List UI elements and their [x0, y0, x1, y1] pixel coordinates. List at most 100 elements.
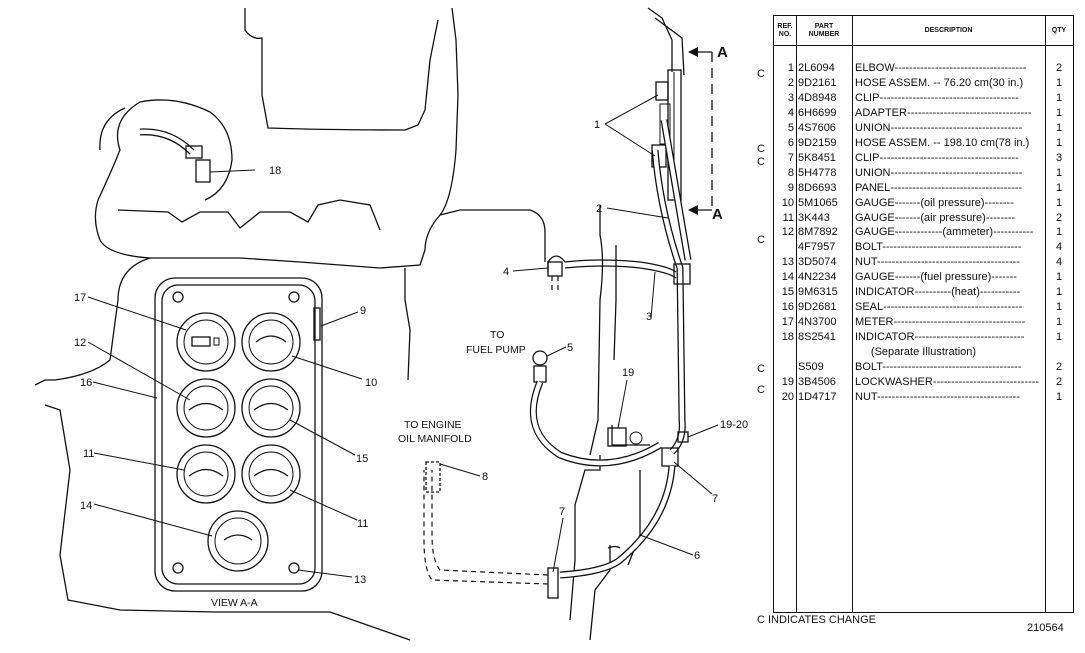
part-number-cell: 8M7892 [798, 226, 838, 239]
description-cell: HOSE ASSEM. -- 76.20 cm(30 in.) [855, 76, 1024, 89]
callout-15: 15 [356, 453, 368, 465]
change-mark: C [757, 384, 765, 396]
part-number-cell: 4N3700 [798, 316, 837, 329]
ref-no-cell: 14 [781, 271, 794, 284]
oil-manifold-note-line2: OIL MANIFOLD [398, 433, 472, 445]
ref-no-cell: 9 [787, 181, 794, 194]
description-cell: HOSE ASSEM. -- 198.10 cm(78 in.) [855, 136, 1030, 149]
view-title: VIEW A-A [211, 597, 258, 609]
panel-leader-lines [87, 296, 363, 578]
part-number-cell: 8S2541 [798, 331, 836, 344]
part-number-cell: 4D8948 [798, 91, 837, 104]
gauge-10-oil-pressure [241, 312, 301, 372]
part-number-cell: 9D2681 [798, 301, 837, 314]
callout-1: 1 [594, 119, 600, 131]
ref-no-cell: 11 [782, 211, 794, 224]
header-ref-line1: REF. [777, 22, 793, 30]
column-divider [1045, 45, 1046, 612]
callout-12: 12 [74, 337, 86, 349]
change-mark: C [757, 363, 765, 375]
callout-16: 16 [80, 377, 92, 389]
ref-no-cell: 20 [781, 390, 794, 403]
description-cell: METER-----------------------------------… [855, 316, 1026, 329]
table-row: 4F7957 BOLT------------------------------… [774, 240, 1073, 255]
fuel-pump-note-line2: FUEL PUMP [466, 344, 526, 356]
ref-no-cell: 6 [787, 136, 794, 149]
part-number-cell: 4F7957 [798, 241, 836, 254]
indicator-18 [139, 128, 256, 183]
part-number-cell: 5M1065 [798, 196, 838, 209]
hose-to-fuel-pump [529, 350, 662, 467]
part-number-cell: 3B4506 [798, 375, 836, 388]
header-ref-line2: NO. [778, 30, 792, 38]
ref-no-cell: 16 [781, 301, 794, 314]
description-cell: CLIP------------------------------------… [855, 91, 1019, 104]
part-number-cell: 9M6315 [798, 286, 838, 299]
ref-no-cell: 7 [787, 151, 794, 164]
section-mark-top: A [717, 44, 728, 61]
part-number-cell: 5H4778 [798, 166, 837, 179]
callout-10: 10 [365, 377, 377, 389]
callout-11-left: 11 [83, 448, 94, 460]
hose-assembly-6 [423, 431, 689, 599]
change-mark: C [757, 234, 765, 246]
part-number-cell: 2L6094 [798, 62, 835, 74]
qty-cell: 3 [1055, 151, 1063, 164]
part-number-cell: 3K443 [798, 211, 830, 224]
engine-block-outline [34, 7, 685, 641]
table-row: 8 5H4778 UNION----------------------------… [774, 166, 1073, 181]
part-number-cell: S509 [798, 361, 824, 373]
qty-cell: 2 [1055, 361, 1063, 373]
qty-cell: 1 [1055, 121, 1063, 134]
description-cell: UNION-----------------------------------… [855, 166, 1023, 179]
ref-no-cell: 12 [781, 226, 794, 239]
hose-assembly-2 [651, 119, 692, 455]
description-cell: NUT-------------------------------------… [855, 256, 1020, 269]
part-number-cell: 8D6693 [798, 181, 837, 194]
qty-cell: 1 [1055, 181, 1063, 194]
description-cell: GAUGE-------(oil pressure)-------- [855, 196, 1014, 209]
description-cell: CLIP------------------------------------… [855, 151, 1019, 164]
table-row: 18 8S2541 INDICATOR-----------------------… [774, 330, 1073, 345]
qty-cell: 2 [1055, 211, 1063, 224]
description-cell: BOLT------------------------------------… [855, 241, 1022, 254]
callout-14: 14 [80, 500, 92, 512]
callout-5: 5 [567, 342, 573, 354]
description-cell: GAUGE-------(fuel pressure)------- [855, 271, 1017, 284]
ref-no-cell: 8 [787, 166, 794, 179]
qty-cell: 4 [1055, 241, 1063, 254]
ref-no-cell: 18 [781, 331, 794, 344]
part-number-cell: 9D2161 [798, 76, 837, 89]
gauge-11-air-pressure-right [241, 444, 301, 504]
ref-no-cell: 5 [787, 121, 794, 134]
section-line-a-a [688, 47, 713, 215]
part-number-cell: 4S7606 [798, 121, 836, 134]
change-note: C INDICATES CHANGE [757, 614, 876, 626]
change-mark: C [757, 156, 765, 168]
callout-3: 3 [646, 311, 652, 323]
qty-cell: 1 [1055, 331, 1063, 344]
part-number-cell: 1D4717 [798, 390, 837, 403]
description-cell: BOLT------------------------------------… [855, 361, 1022, 373]
description-cell: GAUGE-------(air pressure)-------- [855, 211, 1016, 224]
assembly-leader-lines [439, 94, 719, 573]
ref-no-cell: 1 [787, 62, 794, 74]
ref-no-cell: 19 [781, 375, 794, 388]
callout-2: 2 [596, 203, 602, 215]
ref-no-cell: 15 [781, 286, 794, 299]
description-cell: INDICATOR------------------------------ [855, 331, 1025, 344]
